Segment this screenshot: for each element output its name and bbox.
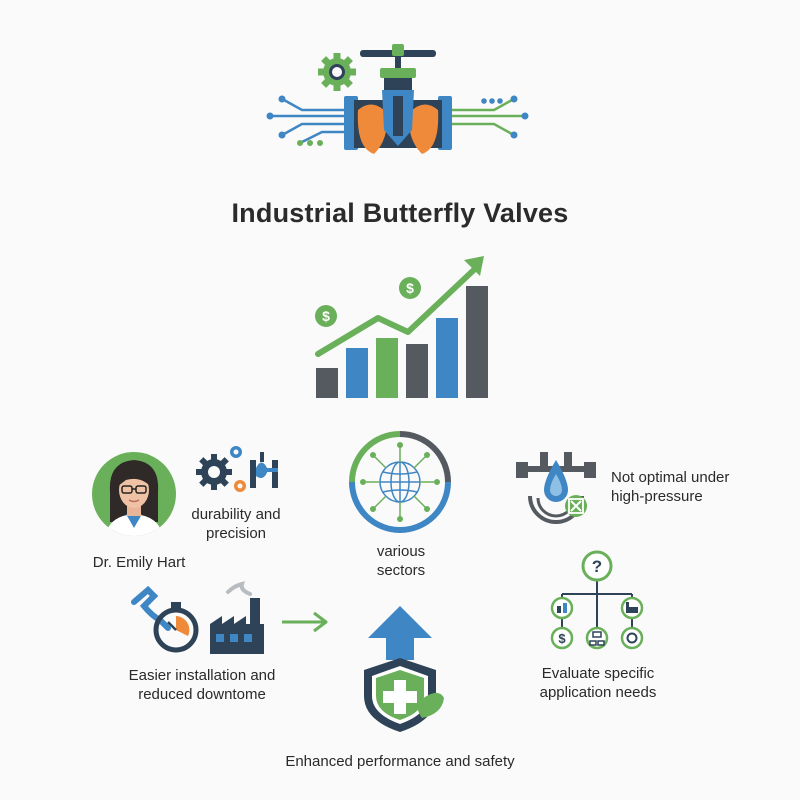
svg-text:$: $ (406, 280, 414, 296)
svg-text:$: $ (558, 631, 566, 646)
globe-network-icon (348, 430, 452, 534)
shield-arrow-icon (356, 606, 446, 734)
right-arrow-icon (280, 610, 330, 634)
durability-label: durability and precision (191, 506, 281, 542)
sectors-label: various sectors (376, 543, 426, 579)
growth-chart-icon: $ $ (296, 252, 496, 402)
evaluate-label: Evaluate specific application needs (539, 665, 657, 701)
pressure-drop-icon (514, 446, 598, 526)
person-name: Dr. Emily Hart (92, 554, 186, 571)
engineer-avatar-icon (92, 452, 176, 536)
svg-text:$: $ (322, 308, 330, 324)
butterfly-valve-icon (262, 38, 532, 168)
gears-valve-icon (196, 440, 280, 498)
wrench-stopwatch-factory-icon (130, 581, 272, 656)
installation-label: Easier installation and reduced downtome (128, 667, 276, 703)
page-title: Industrial Butterfly Valves (231, 198, 569, 228)
svg-text:?: ? (592, 557, 602, 576)
decision-tree-icon: ? $ (540, 550, 654, 656)
enhanced-label: Enhanced performance and safety (285, 753, 515, 770)
not-optimal-label: Not optimal under high-pressure (611, 469, 730, 505)
